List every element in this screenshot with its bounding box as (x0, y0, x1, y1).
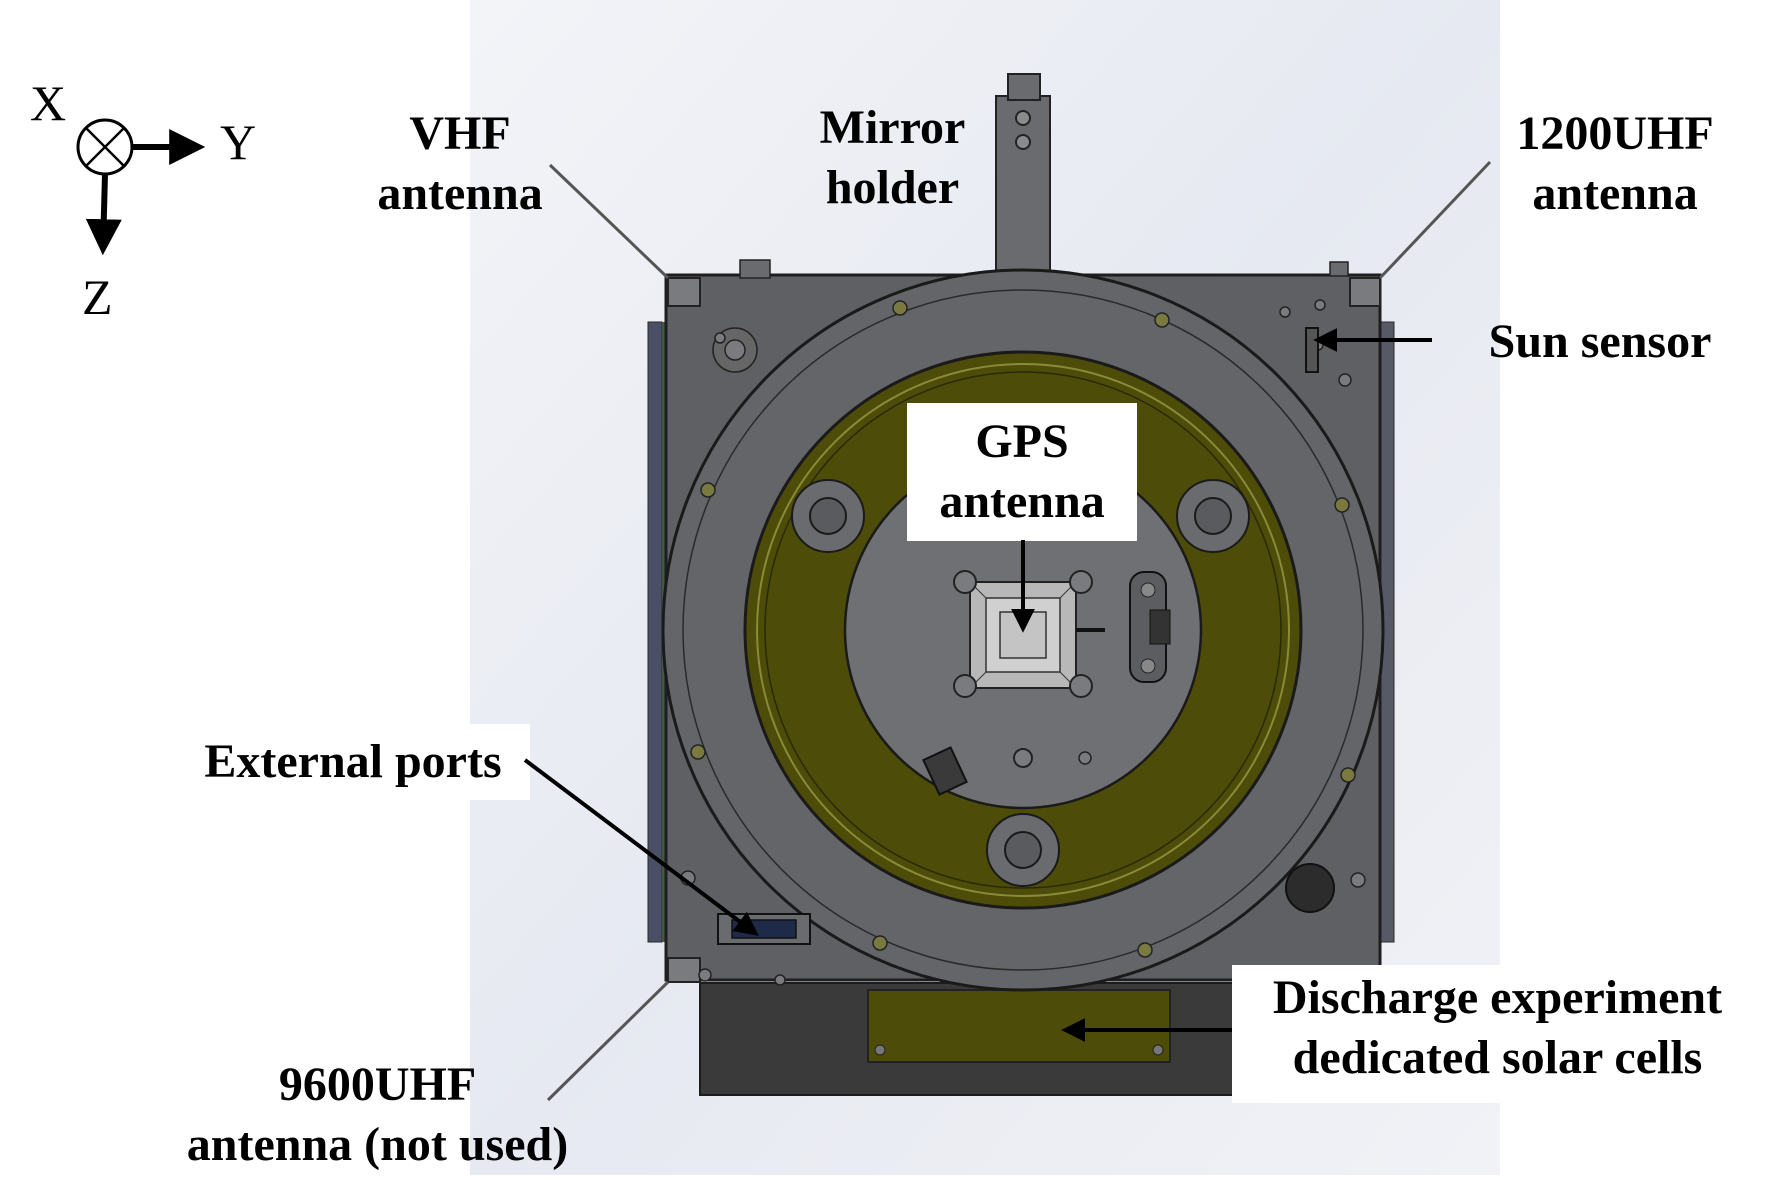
external-ports-label-box (188, 724, 530, 800)
discharge-label-box (1232, 965, 1765, 1103)
gps-label-box (907, 403, 1137, 541)
axis-x-label: X (30, 75, 67, 131)
vhf-antenna-label: VHF antenna (377, 107, 543, 220)
uhf9600-antenna-label: 9600UHF antenna (not used) (186, 1058, 569, 1171)
gps-antenna-label: GPS antenna (939, 415, 1105, 528)
dark-port (1285, 863, 1335, 913)
external-ports-arrow (523, 758, 759, 936)
sun-sensor-label: Sun sensor (1488, 315, 1712, 368)
uhf9600-antenna-rod (546, 980, 670, 1102)
coordinate-axes (76, 118, 206, 256)
ring-bosses (791, 479, 1250, 887)
mirror-holder-label: Mirror holder (819, 101, 966, 214)
uhf1200-antenna-rod (1378, 160, 1492, 280)
sun-sensor (1305, 327, 1319, 373)
axis-z-label: Z (82, 269, 113, 325)
left-side-panel (647, 321, 663, 943)
uhf1200-antenna-label: 1200UHF antenna (1516, 107, 1714, 220)
external-ports-label: External ports (204, 735, 502, 788)
z-axis-arrow (85, 173, 122, 256)
vhf-antenna-rod (548, 163, 670, 280)
ring-bolts (690, 300, 1356, 958)
inner-bracket (1129, 571, 1171, 683)
discharge-solar-cells-panel (867, 989, 1171, 1063)
discharge-experiment-label: Discharge experiment dedicated solar cel… (1272, 971, 1723, 1084)
axis-y-label: Y (220, 114, 257, 170)
